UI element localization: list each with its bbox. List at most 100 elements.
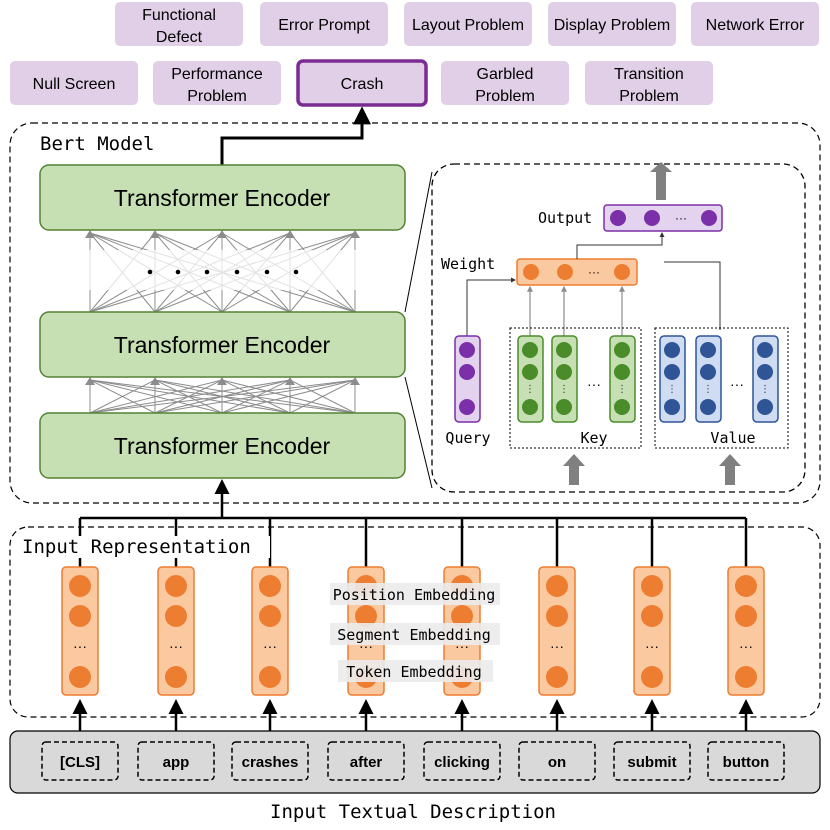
output-dot — [610, 210, 626, 226]
query-dot — [459, 364, 475, 380]
embedding-vector-box — [538, 566, 576, 696]
token-list: [CLS] app crashes after clicking on submit butt… — [41, 741, 785, 781]
embedding-dot — [641, 575, 663, 597]
token-box — [231, 741, 309, 781]
key-vector: ⋮ — [609, 335, 636, 423]
connection-arrowhead — [85, 377, 95, 385]
category-layout-problem[interactable]: Layout Problem — [404, 2, 532, 46]
category-label: Display Problem — [554, 17, 670, 34]
key-vector-inner-ellipsis: ⋮ — [617, 384, 627, 395]
category-network-error[interactable]: Network Error — [691, 2, 819, 46]
token-clicking: clicking — [423, 741, 501, 781]
zoom-line-bottom — [404, 376, 433, 489]
token-submit: submit — [613, 741, 691, 781]
embedding-vector-box — [251, 566, 289, 696]
key-vector-dot — [614, 364, 630, 380]
attention-box — [431, 163, 806, 493]
connection-arrowhead — [350, 377, 360, 385]
category-box — [404, 2, 532, 46]
encoder-connection — [221, 379, 356, 414]
key-vector: ⋮ — [551, 335, 578, 423]
embedding-dot — [546, 605, 568, 627]
value-input-arrow — [719, 454, 741, 485]
token-label: crashes — [242, 754, 299, 771]
embedding-ellipsis: ··· — [645, 638, 659, 654]
input-representation-box — [9, 526, 821, 718]
category-label: Network Error — [706, 17, 805, 34]
category-null-screen[interactable]: Null Screen — [10, 61, 138, 105]
key-vector-dot — [556, 342, 572, 358]
category-label: Problem — [187, 88, 247, 105]
encoder-label-middle: Transformer Encoder — [114, 332, 331, 358]
category-box — [115, 2, 243, 46]
token-label: clicking — [434, 754, 490, 771]
token-label: button — [723, 754, 770, 771]
embedding-dot — [259, 575, 281, 597]
output-dot — [701, 210, 717, 226]
embedding-ellipsis: ··· — [263, 638, 277, 654]
output-label: Output — [538, 209, 592, 227]
position-label-bg — [330, 583, 500, 605]
key-input-arrow — [563, 454, 585, 485]
embedding-vector-box — [727, 566, 765, 696]
value-vector-dot — [664, 342, 680, 358]
embedding-dot — [259, 605, 281, 627]
embedding-dot — [735, 605, 757, 627]
key-vector-dot — [556, 364, 572, 380]
zoom-line-top — [404, 171, 433, 313]
output-ellipsis: ··· — [675, 211, 687, 225]
key-vector-dot — [522, 399, 538, 415]
encoder-connection — [289, 379, 356, 414]
connection-arrowhead — [285, 377, 295, 385]
value-ellipsis: ··· — [730, 376, 744, 392]
embedding-dot — [165, 666, 187, 688]
value-vector-inner-ellipsis: ⋮ — [760, 384, 770, 395]
embedding-vector-box — [633, 566, 671, 696]
token-after: after — [327, 741, 405, 781]
value-vector-dot — [700, 342, 716, 358]
encoder-connection — [154, 379, 356, 414]
category-crash[interactable]: Crash — [296, 59, 428, 107]
token-cls: [CLS] — [41, 741, 119, 781]
embedding-dot — [69, 575, 91, 597]
category-display-problem[interactable]: Display Problem — [548, 2, 676, 46]
token-label: on — [548, 754, 566, 771]
embedding-dot — [259, 666, 281, 688]
value-vector-dot — [757, 364, 773, 380]
ellipsis-dot — [293, 269, 299, 275]
connection-arrowhead — [150, 230, 160, 238]
query-to-weight-line — [466, 277, 516, 336]
token-box — [327, 741, 405, 781]
embedding-dot — [546, 575, 568, 597]
embedding-dot — [165, 605, 187, 627]
weight-ellipsis: ··· — [588, 265, 600, 279]
key-vector-dot — [522, 342, 538, 358]
output-vector — [603, 204, 723, 232]
query-label: Query — [445, 429, 490, 447]
transformer-encoder-bottom: Transformer Encoder — [39, 412, 406, 479]
connection-arrowhead — [350, 230, 360, 238]
weight-dot — [523, 264, 539, 280]
ellipsis-dot — [175, 269, 181, 275]
ellipsis-dot — [234, 269, 240, 275]
embedding-dot — [641, 666, 663, 688]
output-arrow — [220, 106, 371, 165]
category-error-prompt[interactable]: Error Prompt — [260, 2, 388, 46]
token-label: [CLS] — [60, 754, 100, 771]
token-label: app — [163, 754, 190, 771]
key-vector: ⋮ — [517, 335, 544, 423]
footer-label: Input Textual Description — [270, 801, 556, 823]
key-vector-dot — [614, 342, 630, 358]
weight-label: Weight — [441, 255, 495, 273]
ellipsis-dot — [264, 269, 270, 275]
embedding-vector: ··· — [633, 566, 671, 696]
embedding-vector: ··· — [157, 566, 195, 696]
category-box — [153, 61, 281, 105]
key-label: Key — [580, 429, 607, 447]
token-box — [613, 741, 691, 781]
